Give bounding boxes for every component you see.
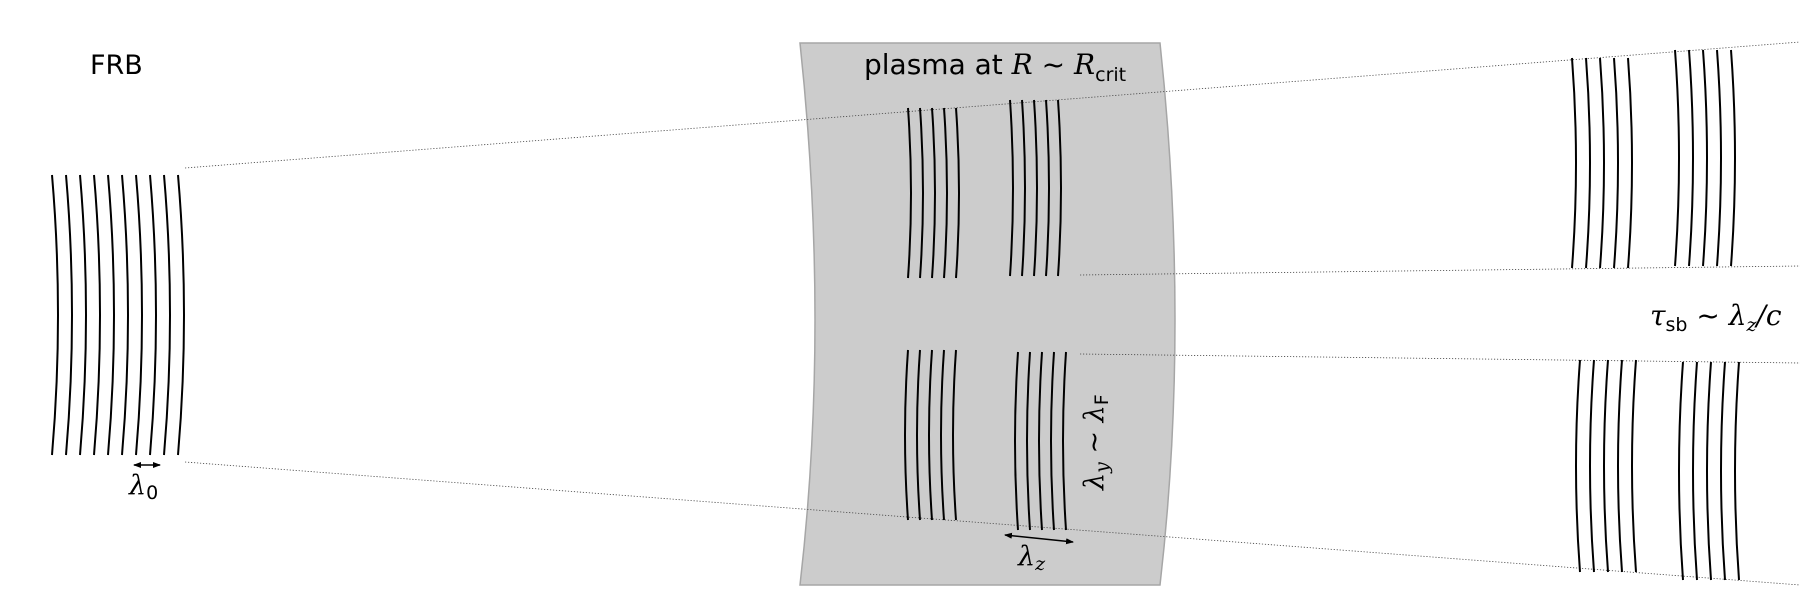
lambdaz-arrow [1004, 532, 1074, 545]
output-wavefront [1678, 361, 1684, 581]
frb-wavefront [107, 174, 115, 456]
plasma-wavefront [955, 107, 960, 279]
output-wavefront [1575, 359, 1581, 573]
plasma-wavefront [919, 107, 924, 279]
lambda0-label: λ0 [128, 470, 158, 504]
ray-gap-bottom [1079, 353, 1800, 364]
frb-wavefront [149, 174, 157, 456]
plasma-wavefront [907, 107, 912, 279]
output-wavefront [1706, 361, 1712, 581]
frb-wavefront [177, 174, 185, 456]
plasma-slab [799, 42, 1176, 586]
plasma-wavefront [1021, 99, 1026, 277]
output-wavefront [1599, 57, 1605, 269]
plasma-label: plasma at R ~ Rcrit [864, 48, 1126, 86]
tau-label: τsb ~ λz/c [1650, 299, 1782, 336]
plasma-wavefront [916, 349, 921, 521]
plasma-wavefront [943, 107, 948, 279]
frb-wavefront [163, 174, 171, 456]
output-wavefront [1627, 57, 1633, 269]
frb-label: FRB [90, 50, 143, 81]
ray-gap-top [1079, 265, 1800, 276]
frb-wavefront [65, 174, 73, 456]
output-wavefront [1702, 49, 1708, 267]
output-wavefront [1734, 361, 1740, 581]
output-wavefront [1631, 359, 1637, 573]
frb-wavefront [121, 174, 129, 456]
output-wavefront [1589, 359, 1595, 573]
output-wavefront [1603, 359, 1609, 573]
lambdaz-label: λz [1017, 541, 1046, 575]
plasma-wavefront [952, 349, 957, 521]
output-wavefront [1617, 359, 1623, 573]
plasma-wavefront [1038, 351, 1043, 531]
plasma-wavefront [1009, 99, 1014, 277]
lambday-label: λy ~ λF [1079, 394, 1113, 491]
plasma-wavefront [940, 349, 945, 521]
frb-wavefront [51, 174, 59, 456]
frb-wavefront [135, 174, 143, 456]
plasma-wavefront [1057, 99, 1062, 277]
frb-wavefront [93, 174, 101, 456]
output-wavefront [1613, 57, 1619, 269]
output-wavefront [1571, 57, 1577, 269]
output-wavefront [1720, 361, 1726, 581]
plasma-wavefront [1026, 351, 1031, 531]
plasma-wavefronts-upper [907, 99, 1062, 279]
output-wavefront [1730, 49, 1736, 267]
plasma-wavefront [1014, 351, 1019, 531]
output-wavefronts-lower [1575, 359, 1740, 581]
plasma-wavefronts-lower [904, 349, 1067, 531]
frb-wavefronts [51, 174, 185, 456]
frb-wavefront [79, 174, 87, 456]
output-wavefront [1688, 49, 1694, 267]
plasma-wavefront [1045, 99, 1050, 277]
ray-lines [184, 41, 1800, 586]
output-wavefronts-upper [1571, 49, 1736, 269]
plasma-wavefront [904, 349, 909, 521]
output-wavefront [1674, 49, 1680, 267]
output-wavefront [1692, 361, 1698, 581]
output-wavefront [1585, 57, 1591, 269]
plasma-wavefront [1050, 351, 1055, 531]
plasma-wavefront [928, 349, 933, 521]
plasma-wavefront [1033, 99, 1038, 277]
plasma-wavefront [1062, 351, 1067, 531]
output-wavefront [1716, 49, 1722, 267]
plasma-wavefront [931, 107, 936, 279]
